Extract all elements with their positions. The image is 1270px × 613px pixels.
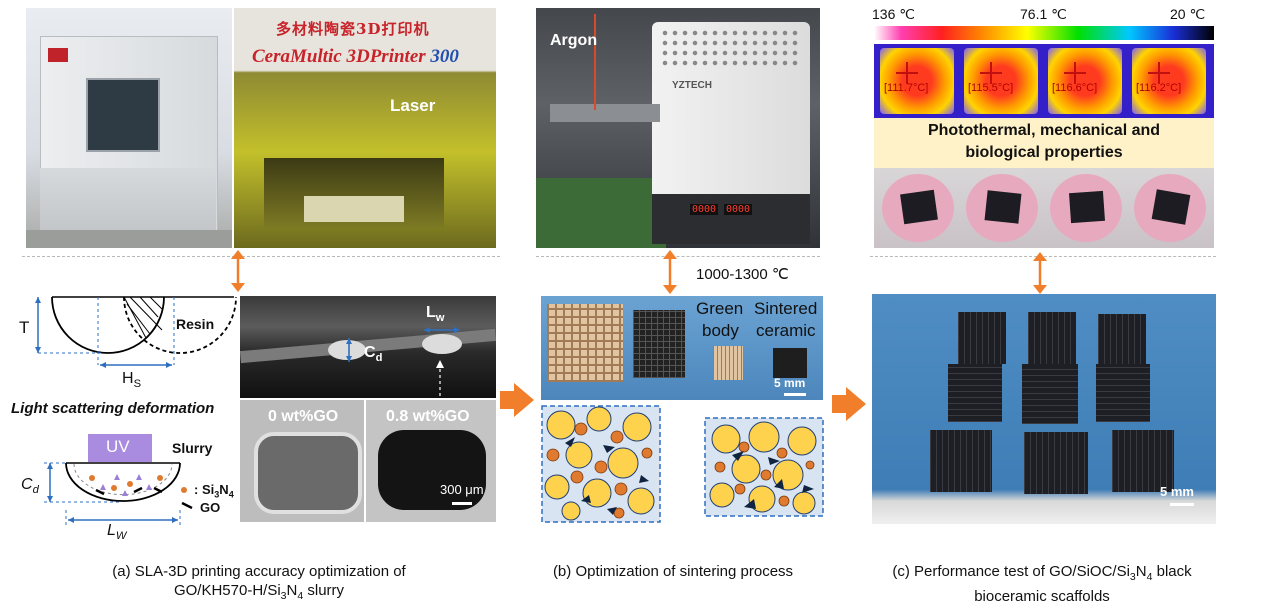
printer-machine-photo <box>26 8 232 248</box>
thermal-image-4 <box>1132 48 1206 114</box>
furnace-display-1: 0000 <box>690 204 719 215</box>
black-scaffolds-photo <box>872 294 1216 524</box>
separator-a <box>22 256 500 257</box>
machine-sign-text: 多材料陶瓷3D打印机 <box>276 20 430 38</box>
micrograph-0wt <box>240 400 364 522</box>
caption-a-line1: (a) SLA-3D printing accuracy optimizatio… <box>112 563 406 580</box>
micrograph-top <box>240 296 496 398</box>
uv-label: UV <box>106 437 130 456</box>
micrograph-08wt <box>366 400 496 522</box>
double-arrow-icon-c <box>1033 252 1047 294</box>
furnace-photo: YZTECH 0000 0000 <box>536 8 820 248</box>
lw-sub: W <box>115 530 127 543</box>
micro-scale-label: 300 μm <box>440 482 484 497</box>
t-label: T <box>19 318 30 337</box>
green-body-line1: Green <box>696 299 744 318</box>
temp-low-label: 20 ℃ <box>1170 6 1206 22</box>
thermal-color-scale <box>874 26 1214 40</box>
uv-curing-schematic <box>44 434 193 526</box>
micro-annotation-arrows <box>346 327 460 396</box>
micro-right-label: 0.8 wt%GO <box>386 408 470 425</box>
caption-b: (b) Optimization of sintering process <box>552 563 794 580</box>
sintered-line1: Sintered <box>754 299 818 318</box>
samples-scale-label: 5 mm <box>774 376 806 390</box>
temperature-label: 1000-1300 ℃ <box>696 266 789 283</box>
right-arrow-icon-bc <box>832 387 866 421</box>
well-plate-photo <box>874 168 1214 248</box>
furnace-display-2: 0000 <box>724 204 753 215</box>
machine-brand-prefix: CeraMultic 3DPrinter <box>252 46 431 67</box>
temp-reading-2: [115.5°C] <box>968 82 1014 94</box>
slurry-label: Slurry <box>172 440 213 456</box>
temp-reading-3: [116.6°C] <box>1052 82 1098 94</box>
printer-interior-photo: 多材料陶瓷3D打印机 CeraMultic 3DPrinter 300 Lase… <box>234 8 496 248</box>
caption-a: (a) SLA-3D printing accuracy optimizatio… <box>22 562 496 606</box>
cd-main: C <box>21 476 33 493</box>
lw-label: LW <box>107 522 126 542</box>
double-arrow-icon-a <box>231 250 245 292</box>
temp-high-label: 136 ℃ <box>872 6 915 22</box>
micro-cd-label: Cd <box>364 344 383 365</box>
caption-c-line2: bioceramic scaffolds <box>974 588 1110 605</box>
hs-sub: S <box>133 378 142 391</box>
scattering-schematic <box>35 296 237 368</box>
thermal-image-1 <box>880 48 954 114</box>
furnace-brand: YZTECH <box>672 80 712 91</box>
green-body-line2: body <box>702 321 739 340</box>
micro-lw-label: Lw <box>426 304 445 325</box>
argon-label: Argon <box>550 32 598 49</box>
temp-reading-1: [111.7°C] <box>884 82 929 94</box>
scattering-title: Light scattering deformation <box>11 400 215 417</box>
thermal-image-2 <box>964 48 1038 114</box>
sintered-line2: ceramic <box>756 321 816 340</box>
scaffolds-scale-bar <box>1170 503 1194 506</box>
caption-a-line2: GO/KH570-H/Si3N4 slurry <box>173 582 345 602</box>
lw-main: L <box>107 522 116 539</box>
particles-sintered <box>704 417 824 517</box>
scaffold-samples-photo <box>541 296 823 400</box>
scaffolds-scale-label: 5 mm <box>1160 484 1194 499</box>
temp-mid-label: 76.1 ℃ <box>1020 6 1067 22</box>
machine-brand-number: 300 <box>430 46 459 67</box>
hs-label: HS <box>122 370 141 390</box>
resin-label: Resin <box>176 316 215 332</box>
legend-go: GO <box>200 500 221 515</box>
micro-scale-bar <box>452 502 472 505</box>
machine-brand-text: CeraMultic 3DPrinter 300 <box>252 46 459 68</box>
laser-label: Laser <box>390 96 436 115</box>
caption-c: (c) Performance test of GO/SiOC/Si3N4 bl… <box>850 562 1234 606</box>
separator-b <box>536 256 820 257</box>
micro-left-label: 0 wt%GO <box>268 408 339 425</box>
legend-si3n4: : Si3N4 <box>194 482 234 500</box>
thermal-image-3 <box>1048 48 1122 114</box>
caption-c-line1: (c) Performance test of GO/SiOC/Si3N4 bl… <box>892 563 1192 583</box>
cd-label: Cd <box>21 476 39 496</box>
samples-scale-bar <box>784 393 806 396</box>
properties-box: Photothermal, mechanical and biological … <box>874 118 1214 168</box>
crosshair-icons <box>896 62 1170 84</box>
hs-main: H <box>122 370 134 387</box>
cd-sub: d <box>32 484 39 497</box>
temp-reading-4: [116.2°C] <box>1136 82 1182 94</box>
right-arrow-icon-ab <box>500 383 534 417</box>
properties-line2: biological properties <box>965 144 1123 161</box>
particles-green-body <box>541 405 661 523</box>
double-arrow-icon-b <box>663 250 677 294</box>
properties-line1: Photothermal, mechanical and <box>927 122 1161 139</box>
